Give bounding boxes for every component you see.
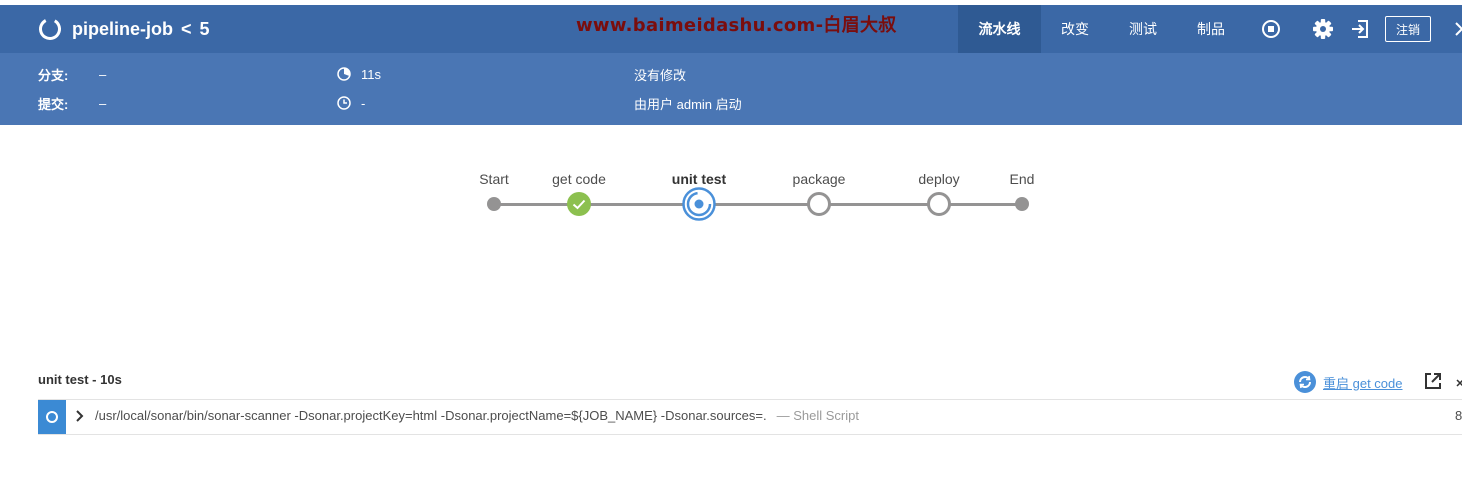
settings-button[interactable] <box>1311 17 1335 41</box>
stage-node-package[interactable] <box>806 191 832 217</box>
job-title-area: pipeline-job < 5 <box>38 5 210 53</box>
breadcrumb-separator: < <box>181 18 192 39</box>
connector-unittest-package <box>699 203 819 206</box>
duration-icon <box>337 67 351 81</box>
connector-deploy-end <box>939 203 1022 206</box>
changes-text: 没有修改 <box>634 67 687 83</box>
running-status-icon <box>46 411 58 423</box>
close-icon[interactable] <box>1454 19 1462 39</box>
stage-label-package: package <box>792 171 846 187</box>
connector-start-getcode <box>494 203 579 206</box>
logout-button[interactable]: 注销 <box>1385 16 1431 42</box>
log-title: unit test - 10s <box>38 372 122 387</box>
chevron-right-icon[interactable] <box>75 409 85 423</box>
tab-pipeline[interactable]: 流水线 <box>958 5 1041 53</box>
pipeline-graph: Start get code unit test package deploy … <box>0 125 1462 245</box>
stage-label-end: End <box>1009 171 1035 187</box>
top-header: pipeline-job < 5 www.baimeidashu.com-白眉大… <box>0 5 1462 53</box>
stage-node-start <box>487 197 501 211</box>
open-log-popout-icon[interactable] <box>1423 371 1443 391</box>
commit-label: 提交: <box>38 96 69 112</box>
stage-node-deploy[interactable] <box>926 191 952 217</box>
connector-getcode-unittest <box>579 203 699 206</box>
restart-stage-label[interactable]: 重启 get code <box>1323 375 1403 391</box>
stage-label-deploy: deploy <box>918 171 960 187</box>
commit-value: – <box>99 95 107 111</box>
tab-tests[interactable]: 测试 <box>1129 21 1157 37</box>
commit-row: 提交: <box>38 94 68 112</box>
stage-node-unit-test[interactable] <box>682 187 716 221</box>
started-info: - <box>337 94 365 112</box>
stage-label-get-code: get code <box>552 171 606 187</box>
step-status <box>38 400 66 434</box>
stage-label-start: Start <box>479 171 509 187</box>
stop-icon <box>1262 20 1280 38</box>
started-value: - <box>361 95 366 111</box>
restart-stage-button[interactable]: 重启 get code <box>1293 370 1403 394</box>
log-step-row[interactable]: /usr/local/sonar/bin/sonar-scanner -Dson… <box>38 399 1462 435</box>
duration-info: 11s <box>337 65 381 83</box>
step-command: /usr/local/sonar/bin/sonar-scanner -Dson… <box>95 408 859 423</box>
step-type: — Shell Script <box>776 408 859 423</box>
watermark-text: www.baimeidashu.com-白眉大叔 <box>576 15 897 36</box>
run-number: 5 <box>199 18 210 39</box>
step-duration: 8 <box>1455 408 1462 423</box>
download-icon[interactable] <box>1456 376 1462 390</box>
connector-package-deploy <box>819 203 939 206</box>
trigger-text: 由用户 admin 启动 <box>634 96 742 112</box>
duration-value: 11s <box>361 66 381 82</box>
gear-icon <box>1313 19 1333 39</box>
stage-node-end <box>1015 197 1029 211</box>
run-info-bar: 分支: – 提交: – 11s - 没有修改 由用户 admin 启动 <box>0 53 1462 125</box>
branch-label: 分支: <box>38 67 69 83</box>
branch-row: 分支: <box>38 65 68 83</box>
exit-to-classic-button[interactable] <box>1348 17 1372 41</box>
exit-icon <box>1352 20 1368 38</box>
stage-node-get-code[interactable] <box>566 191 592 217</box>
loading-ring-icon <box>39 18 61 40</box>
branch-value: – <box>99 66 107 82</box>
restart-icon <box>1294 371 1316 393</box>
stop-button[interactable] <box>1259 17 1283 41</box>
stage-label-unit-test: unit test <box>671 171 727 187</box>
top-nav: 流水线 改变 测试 制品 <box>958 5 1245 53</box>
step-command-text: /usr/local/sonar/bin/sonar-scanner -Dson… <box>95 408 767 423</box>
tab-artifacts[interactable]: 制品 <box>1197 21 1225 37</box>
clock-icon <box>337 96 351 110</box>
job-title-link[interactable]: pipeline-job <box>72 18 173 39</box>
tab-changes[interactable]: 改变 <box>1061 21 1089 37</box>
